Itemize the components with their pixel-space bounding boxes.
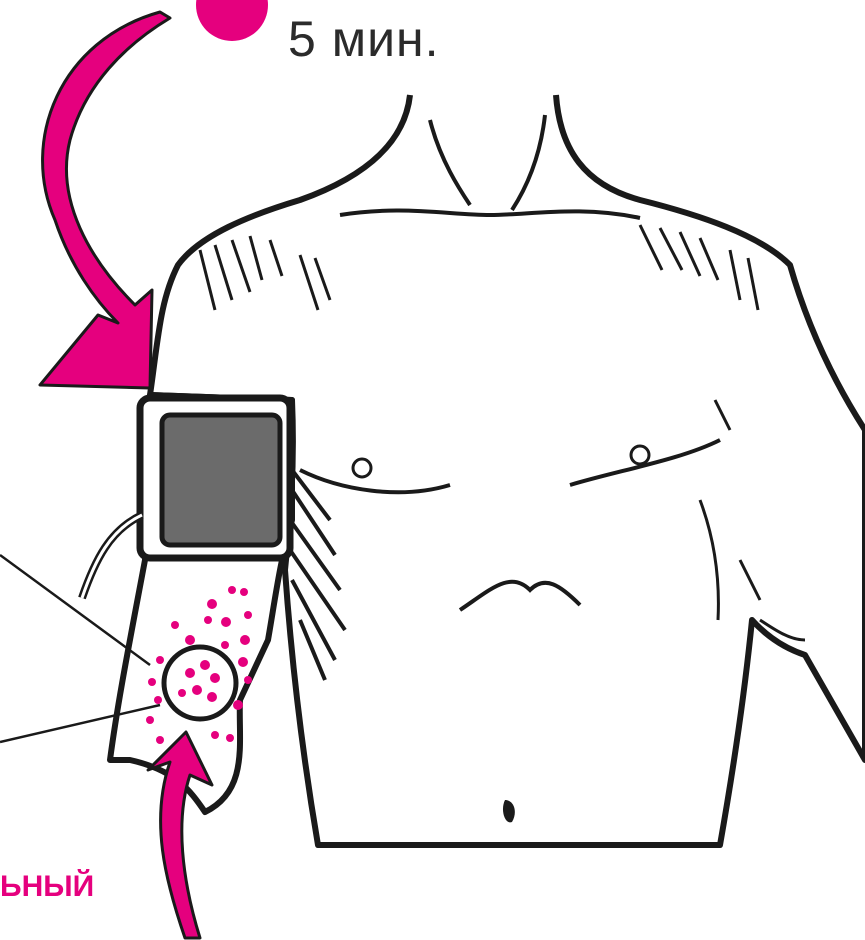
cuff-tube	[82, 515, 142, 598]
bottom-caption-fragment: ЬНЫЙ	[0, 870, 94, 904]
cuff-inner-pad	[162, 415, 280, 545]
duration-label: 5 мин.	[288, 10, 440, 68]
curved-arrow-up	[148, 732, 212, 938]
magnifier-circle	[164, 647, 236, 719]
cuff-tube-inner	[82, 515, 142, 598]
pink-dot-marker	[196, 0, 268, 41]
pointer-line-top	[0, 555, 150, 665]
curved-arrow-down	[40, 12, 170, 388]
